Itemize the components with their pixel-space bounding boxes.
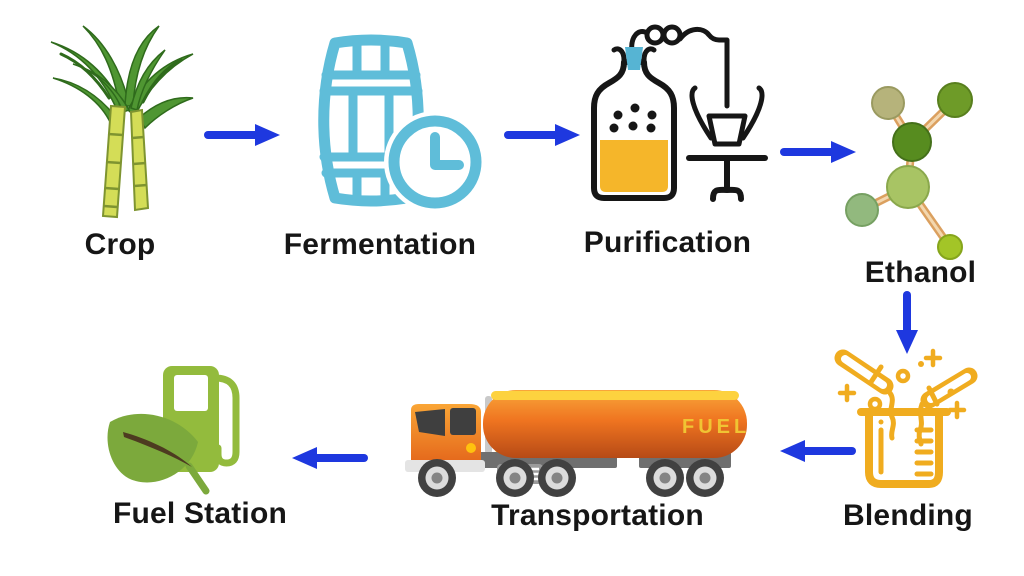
arrow-left-icon [780,440,856,462]
node-label-purification: Purification [583,226,752,259]
arrow-right-icon [780,141,856,163]
arrow-right-icon [204,124,280,146]
node-label-transportation: Transportation [491,499,704,532]
arrow-left-icon [292,447,368,469]
node-label-fermentation: Fermentation [283,228,477,261]
sugarcane-icon [50,25,194,219]
fuel-tanker-truck-icon: FUEL [405,390,750,497]
truck-tank-text: FUEL [682,416,750,438]
node-label-blending: Blending [843,499,973,532]
distillation-flask-icon [591,24,768,202]
molecule-icon [845,82,973,260]
eco-fuel-pump-icon [107,366,240,495]
node-label-ethanol: Ethanol [864,256,977,289]
arrow-right-icon [504,124,580,146]
truck-wheels [418,459,724,497]
node-label-crop: Crop [84,228,156,261]
mixing-beaker-icon [834,348,978,488]
node-label-fuel-station: Fuel Station [112,497,288,530]
arrow-down-icon [896,291,918,354]
barrel-clock-icon [318,34,485,213]
